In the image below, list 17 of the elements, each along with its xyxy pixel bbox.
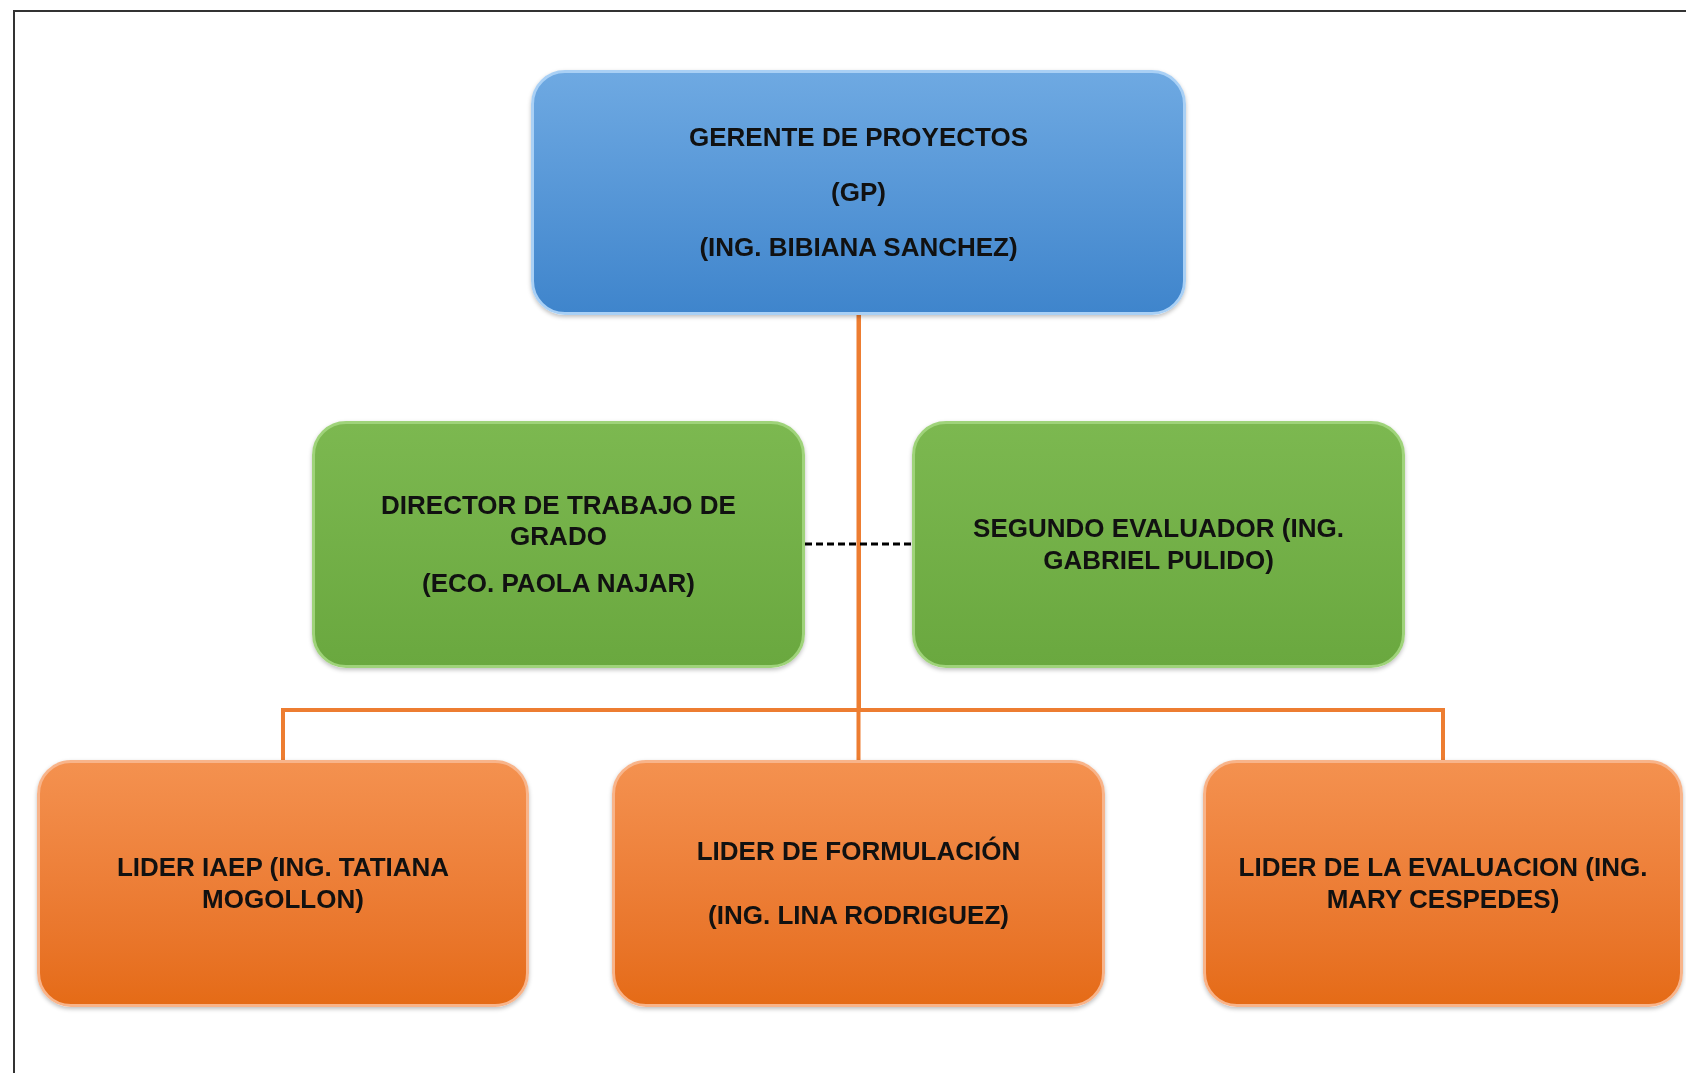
box-text: LIDER DE FORMULACIÓN: [696, 836, 1021, 868]
box-text: LIDER DE LA EVALUACION (ING. MARY CESPEDES): [1237, 852, 1649, 915]
rounded-box: [37, 760, 529, 1007]
box-text: SEGUNDO EVALUADOR (ING. GABRIEL PULIDO): [972, 513, 1345, 576]
box-text: (GP): [831, 176, 886, 209]
dashed-connector: [805, 542, 912, 546]
rounded-box: [312, 421, 805, 668]
rounded-box: [912, 421, 1405, 668]
box-text: GERENTE DE PROYECTOS: [689, 121, 1028, 153]
box-text: DIRECTOR DE TRABAJO DE GRADO: [380, 489, 737, 553]
rounded-box: [531, 70, 1186, 315]
box-text: (ING. BIBIANA SANCHEZ): [699, 232, 1018, 264]
rounded-box: [1203, 760, 1683, 1007]
rounded-box: [612, 760, 1105, 1007]
box-text: (ING. LINA RODRIGUEZ): [708, 899, 1009, 931]
box-text: (ECO. PAOLA NAJAR): [422, 568, 695, 600]
box-text: LIDER IAEP (ING. TATIANA MOGOLLON): [115, 852, 451, 915]
